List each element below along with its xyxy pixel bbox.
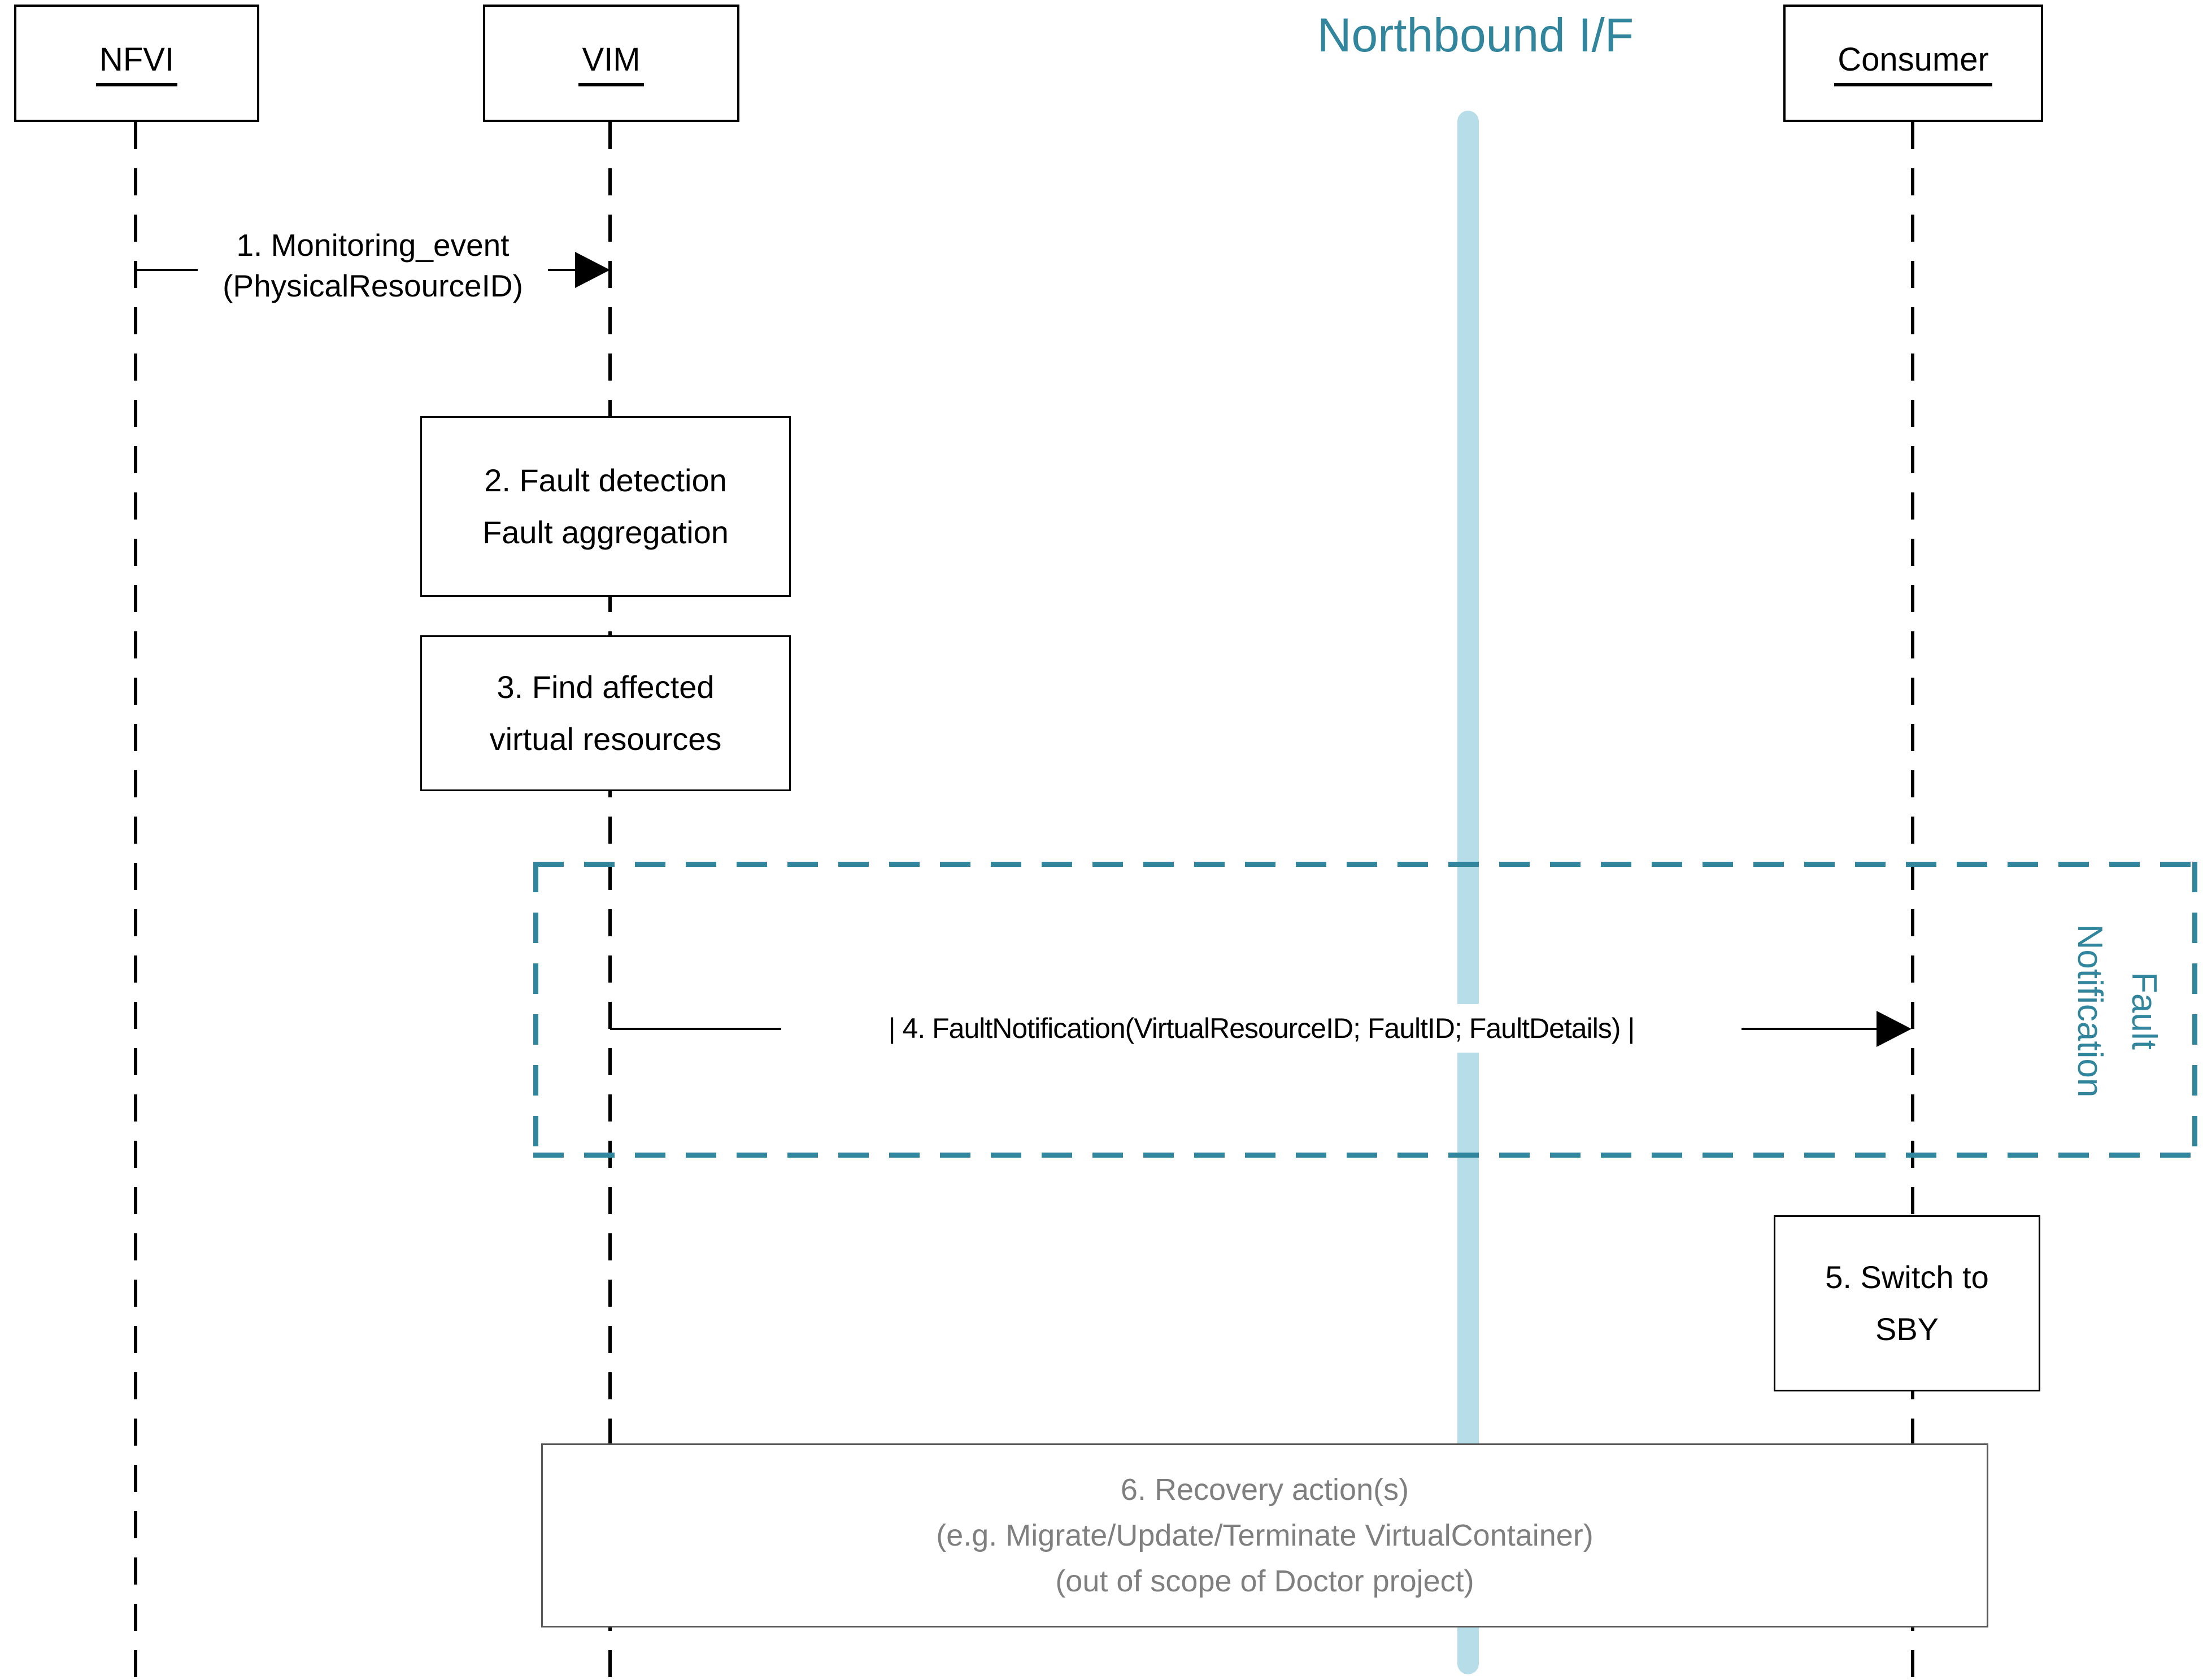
activity-box-6-line3: (out of scope of Doctor project) [1055, 1564, 1474, 1598]
lifeline-nfvi [134, 122, 137, 1680]
activity-box-recovery-actions: 6. Recovery action(s) (e.g. Migrate/Upda… [541, 1443, 1988, 1627]
message-4-arrowhead-icon [1877, 1011, 1912, 1047]
fault-notification-frame-left [533, 862, 538, 1158]
activity-box-fault-detection: 2. Fault detection Fault aggregation [420, 416, 791, 597]
actor-box-vim: VIM [483, 5, 739, 122]
activity-box-3-line1: 3. Find affected [497, 669, 715, 705]
message-4-label: | 4. FaultNotification(VirtualResourceID… [781, 1004, 1741, 1053]
activity-box-6-line2: (e.g. Migrate/Update/Terminate VirtualCo… [936, 1518, 1594, 1552]
frame-label-line2: Notification [2070, 924, 2109, 1098]
northbound-title: Northbound I/F [1317, 8, 1634, 62]
message-1-label-line1: 1. Monitoring_event [236, 228, 510, 263]
activity-box-6-line1: 6. Recovery action(s) [1120, 1472, 1409, 1507]
activity-box-5-line2: SBY [1875, 1311, 1939, 1347]
activity-box-find-affected: 3. Find affected virtual resources [420, 635, 791, 791]
lifeline-vim [608, 122, 612, 1680]
message-1-label-line2: (PhysicalResourceID) [223, 268, 523, 303]
northbound-interface-bar [1457, 111, 1479, 1674]
activity-box-2-line2: Fault aggregation [482, 514, 729, 550]
frame-label-line1: Fault [2124, 972, 2163, 1050]
actor-box-nfvi: NFVI [14, 5, 259, 122]
message-1-arrowhead-icon [575, 252, 610, 288]
actor-label-consumer: Consumer [1834, 41, 1992, 86]
fault-notification-frame-top [533, 862, 2197, 867]
activity-box-2-line1: 2. Fault detection [484, 462, 727, 498]
activity-box-switch-to-sby: 5. Switch to SBY [1774, 1215, 2040, 1391]
lifeline-consumer [1911, 122, 1914, 1680]
activity-box-3-line2: virtual resources [489, 721, 722, 757]
fault-notification-frame-right [2192, 862, 2197, 1158]
actor-label-vim: VIM [578, 41, 644, 86]
fault-notification-frame-bottom [533, 1153, 2197, 1158]
message-1-label: 1. Monitoring_event (PhysicalResourceID) [198, 225, 548, 306]
fault-notification-frame-label: Fault Notification [2063, 904, 2171, 1118]
actor-box-consumer: Consumer [1783, 5, 2043, 122]
activity-box-5-line1: 5. Switch to [1825, 1259, 1989, 1295]
actor-label-nfvi: NFVI [95, 41, 178, 86]
